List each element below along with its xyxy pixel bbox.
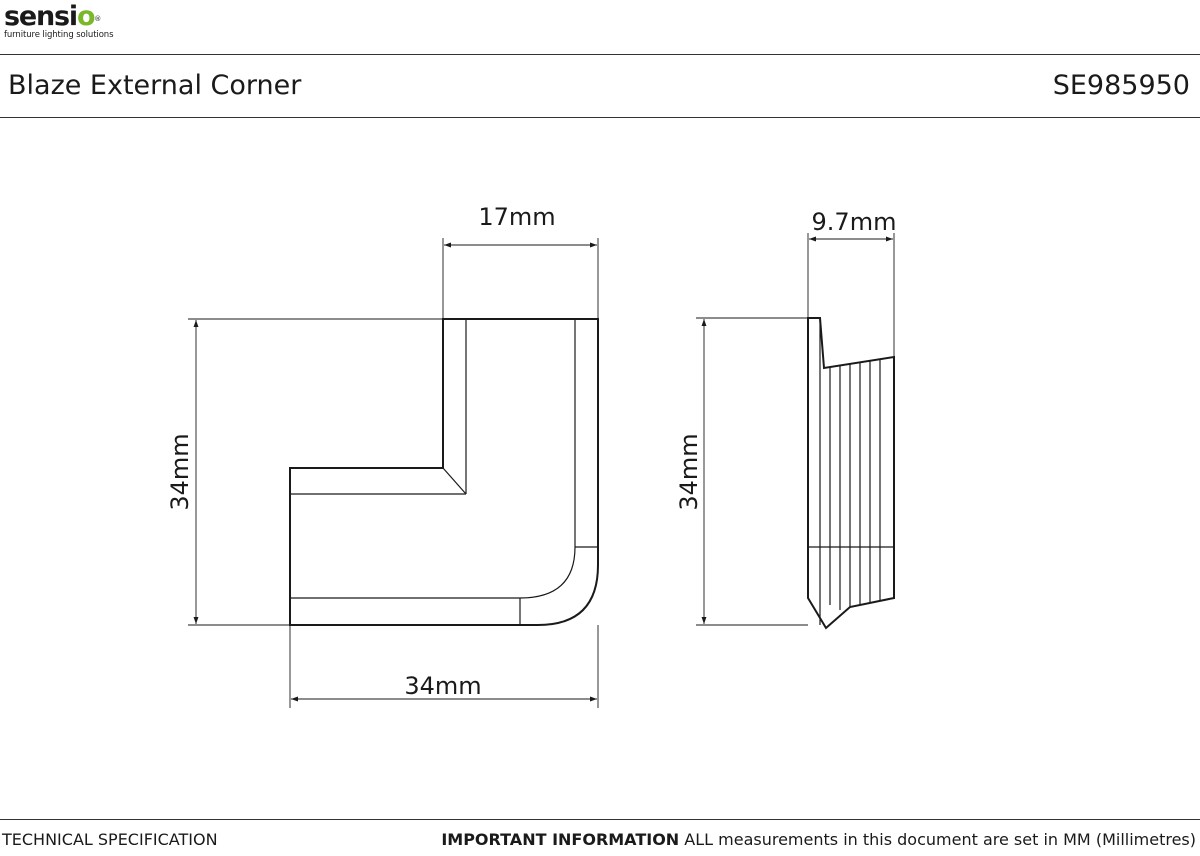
important-text: ALL measurements in this document are se… — [684, 830, 1196, 849]
registered-mark: ® — [94, 15, 101, 23]
label-depth-side: 9.7mm — [812, 208, 897, 236]
label-width-top: 17mm — [478, 203, 555, 231]
front-view-extension-lines — [188, 238, 599, 708]
product-code: SE985950 — [1052, 70, 1190, 101]
label-height-front: 34mm — [166, 433, 194, 510]
important-label: IMPORTANT INFORMATION — [441, 830, 680, 849]
brand-logo: sensio® furniture lighting solutions — [4, 2, 114, 41]
front-view-outline — [289, 318, 599, 626]
brand-name: sensi — [4, 1, 78, 32]
side-view-ribs — [808, 318, 894, 625]
side-view-outline — [807, 317, 895, 630]
product-name: Blaze External Corner — [8, 70, 302, 101]
footer-technical-spec: TECHNICAL SPECIFICATION — [2, 830, 218, 849]
brand-name-accent: o — [76, 1, 96, 32]
front-view-inner-lines — [290, 319, 598, 625]
footer-rule — [0, 819, 1200, 820]
footer-important-info: IMPORTANT INFORMATION ALL measurements i… — [441, 829, 1196, 851]
label-width-bottom: 34mm — [404, 672, 481, 700]
header-top-rule — [0, 54, 1200, 55]
header-bottom-rule — [0, 117, 1200, 118]
brand-wordmark: sensio® — [4, 2, 113, 32]
label-height-side: 34mm — [675, 433, 703, 510]
side-view-extension-lines — [696, 233, 895, 626]
front-view — [188, 238, 599, 708]
brand-tagline: furniture lighting solutions — [4, 30, 114, 40]
side-view — [696, 233, 895, 630]
